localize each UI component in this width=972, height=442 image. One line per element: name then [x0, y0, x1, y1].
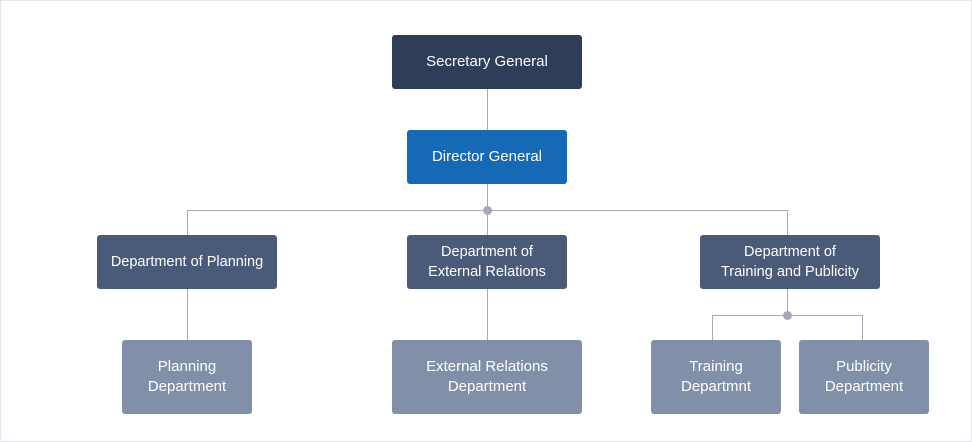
- secretary-general-box: Secretary General: [392, 35, 582, 89]
- connector-sg-dg: [487, 89, 488, 130]
- secretary-general-label: Secretary General: [426, 53, 548, 70]
- unit-label: Department: [824, 378, 904, 395]
- department-label: Department of: [441, 244, 533, 260]
- department-label: External Relations: [428, 264, 546, 280]
- external-relations-unit-box: External Relations Department: [392, 340, 582, 414]
- department-label: Department of: [744, 244, 836, 260]
- unit-label: Department: [147, 378, 227, 395]
- training-unit-box: Training Departmnt: [651, 340, 781, 414]
- department-planning-box: Department of Planning: [97, 235, 277, 289]
- unit-label: Publicity: [836, 358, 892, 375]
- department-training-publicity-box: Department of Training and Publicity: [700, 235, 880, 289]
- connector-bus-publicity-unit: [862, 315, 863, 340]
- department-external-relations-box: Department of External Relations: [407, 235, 567, 289]
- director-general-box: Director General: [407, 130, 567, 184]
- director-general-label: Director General: [431, 148, 543, 165]
- unit-label: Planning: [157, 358, 217, 375]
- connector-bus-external: [487, 210, 488, 235]
- junction-dot: [483, 206, 492, 215]
- junction-dot: [783, 311, 792, 320]
- unit-label: Departmnt: [680, 378, 752, 395]
- connector-external-unit: [487, 289, 488, 340]
- frame-gap: [379, 440, 389, 441]
- planning-unit-box: Planning Department: [122, 340, 252, 414]
- connector-bus-training: [787, 210, 788, 235]
- connector-bus-planning: [187, 210, 188, 235]
- department-label: Department of Planning: [110, 254, 264, 270]
- connector-bus-training-unit: [712, 315, 713, 340]
- connector-training-bus: [787, 289, 788, 316]
- connector-planning-unit: [187, 289, 188, 340]
- connector-dg-bus: [487, 184, 488, 210]
- unit-label: Training: [689, 358, 743, 375]
- department-label: Training and Publicity: [720, 264, 860, 280]
- unit-label: External Relations: [426, 358, 548, 375]
- unit-label: Department: [447, 378, 527, 395]
- publicity-unit-box: Publicity Department: [799, 340, 929, 414]
